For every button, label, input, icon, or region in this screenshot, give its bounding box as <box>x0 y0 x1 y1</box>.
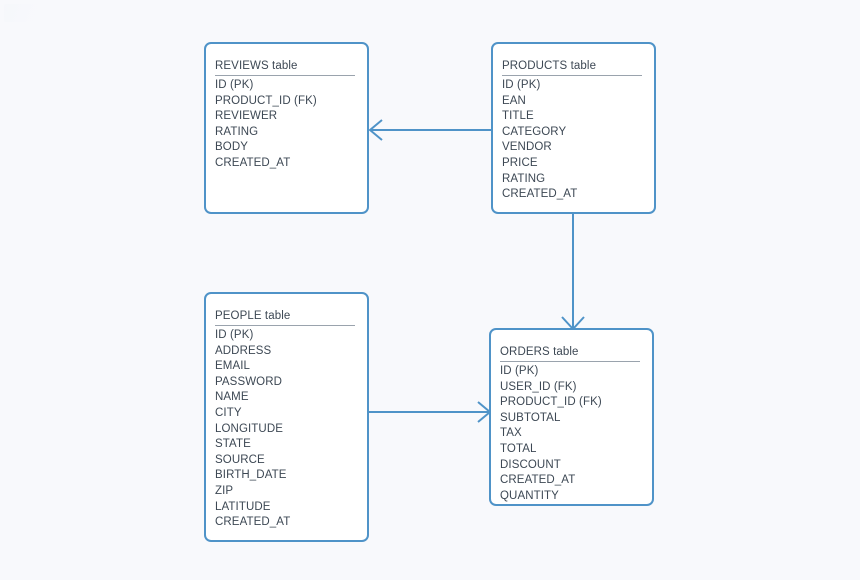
field-row: DISCOUNT <box>500 458 561 471</box>
field-row: QUANTITY <box>500 489 559 502</box>
field-row: CREATED_AT <box>500 474 576 487</box>
field-row: NAME <box>215 391 249 404</box>
entity-people[interactable]: PEOPLE table ID (PK) ADDRESS EMAIL PASSWORD… <box>204 292 369 542</box>
field-row: CREATED_AT <box>502 188 578 201</box>
field-row: TOTAL <box>500 442 537 455</box>
field-row: SOURCE <box>215 453 265 466</box>
field-row: CREATED_AT <box>215 516 291 529</box>
field-list-products: ID (PK) EAN TITLE CATEGORY VENDOR PRICE RATING… <box>502 78 642 203</box>
field-row: BODY <box>215 141 248 154</box>
connector-products-orders <box>561 214 585 330</box>
field-row: EMAIL <box>215 360 251 373</box>
field-row: ID (PK) <box>215 329 254 341</box>
field-row: CITY <box>215 406 242 419</box>
connector-people-orders <box>369 401 491 423</box>
canvas-corner-artifact <box>4 4 48 22</box>
field-row: PASSWORD <box>215 375 283 388</box>
connector-reviews-products <box>369 119 491 141</box>
field-row: ADDRESS <box>215 344 272 357</box>
field-row: BIRTH_DATE <box>215 469 287 482</box>
entity-title-products: PRODUCTS table <box>502 60 642 76</box>
field-row: CREATED_AT <box>215 156 291 169</box>
field-row: SUBTOTAL <box>500 411 561 424</box>
field-row: ID (PK) <box>502 79 541 91</box>
field-row: PRODUCT_ID (FK) <box>500 396 602 409</box>
entity-title-orders: ORDERS table <box>500 346 640 362</box>
field-row: RATING <box>502 172 546 185</box>
field-row: EAN <box>502 94 526 107</box>
entity-products[interactable]: PRODUCTS table ID (PK) EAN TITLE CATEGORY VE… <box>491 42 656 214</box>
field-row: USER_ID (FK) <box>500 380 577 393</box>
field-list-people: ID (PK) ADDRESS EMAIL PASSWORD NAME CITY LONGI… <box>215 328 355 531</box>
field-row: PRODUCT_ID (FK) <box>215 94 317 107</box>
field-list-reviews: ID (PK) PRODUCT_ID (FK) REVIEWER RATING BODY… <box>215 78 355 172</box>
field-row: STATE <box>215 438 251 451</box>
entity-title-people: PEOPLE table <box>215 310 355 326</box>
field-row: TITLE <box>502 110 534 123</box>
field-list-orders: ID (PK) USER_ID (FK) PRODUCT_ID (FK) SUBTOT… <box>500 364 640 504</box>
field-row: REVIEWER <box>215 110 278 123</box>
crowfoot-reviews <box>369 119 383 141</box>
field-row: CATEGORY <box>502 125 567 138</box>
field-row: PRICE <box>502 156 538 169</box>
field-row: RATING <box>215 125 259 138</box>
field-row: ID (PK) <box>500 365 539 377</box>
entity-title-reviews: REVIEWS table <box>215 60 355 76</box>
field-row: LATITUDE <box>215 500 271 513</box>
entity-reviews[interactable]: REVIEWS table ID (PK) PRODUCT_ID (FK) REVI… <box>204 42 369 214</box>
field-row: VENDOR <box>502 141 552 154</box>
field-row: LONGITUDE <box>215 422 283 435</box>
entity-orders[interactable]: ORDERS table ID (PK) USER_ID (FK) PRODUCT_… <box>489 328 654 506</box>
field-row: ID (PK) <box>215 79 254 91</box>
field-row: ZIP <box>215 484 234 497</box>
field-row: TAX <box>500 427 522 440</box>
